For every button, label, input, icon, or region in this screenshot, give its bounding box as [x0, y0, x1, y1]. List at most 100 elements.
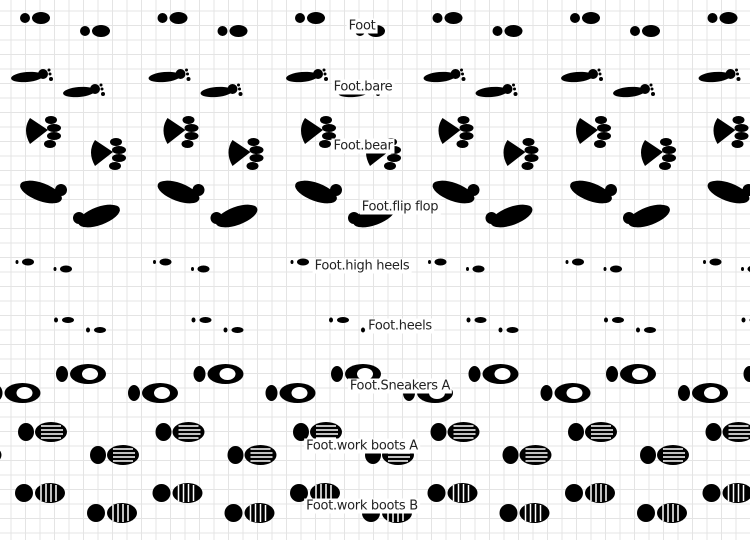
- flip-flop-footprint: [157, 180, 205, 204]
- high-heel-footprint: [603, 265, 622, 273]
- flip-flop-footprint: [210, 204, 258, 228]
- high-heel-footprint: [153, 258, 172, 266]
- sneaker-footprint: [56, 364, 106, 384]
- sneaker-footprint: [193, 364, 244, 384]
- bear-paw-footprint: [438, 116, 474, 148]
- heel-footprint: [604, 317, 624, 323]
- work-boot-a-footprint: [90, 445, 139, 465]
- work-boot-a-footprint: [502, 445, 552, 465]
- heel-footprint: [498, 327, 519, 333]
- sneaker-footprint: [743, 366, 750, 382]
- work-boot-b-footprint: [427, 483, 478, 503]
- high-heel-footprint: [53, 265, 72, 273]
- sneaker-footprint: [0, 383, 41, 403]
- shoe-dots-footprint: [707, 12, 738, 24]
- high-heel-footprint: [466, 265, 485, 273]
- work-boot-a-footprint: [227, 445, 277, 465]
- flip-flop-footprint: [707, 180, 750, 204]
- bare-foot-footprint: [475, 83, 518, 98]
- work-boot-b-footprint: [290, 483, 340, 503]
- high-heel-footprint: [703, 258, 722, 266]
- shoe-dots-footprint: [432, 12, 463, 24]
- work-boot-b-footprint: [499, 503, 550, 523]
- bare-foot-footprint: [698, 68, 741, 83]
- high-heel-footprint: [191, 265, 210, 273]
- bare-foot-footprint: [148, 68, 191, 83]
- work-boot-b-footprint: [637, 503, 687, 523]
- sneaker-footprint: [606, 364, 656, 384]
- work-boot-a-footprint: [0, 450, 2, 460]
- work-boot-b-footprint: [702, 483, 750, 503]
- heel-footprint: [223, 327, 244, 333]
- flip-flop-footprint: [295, 180, 342, 204]
- bear-paw-footprint: [641, 138, 676, 170]
- bear-paw-footprint: [301, 116, 336, 148]
- style-label-foot-bare[interactable]: Foot.bare: [331, 79, 395, 95]
- flip-flop-footprint: [20, 180, 67, 204]
- heel-footprint: [741, 317, 750, 323]
- bear-paw-footprint: [576, 116, 611, 148]
- flip-flop-footprint: [73, 204, 120, 228]
- flip-flop-footprint: [623, 204, 670, 228]
- bear-paw-footprint: [503, 138, 539, 170]
- flip-flop-footprint: [485, 204, 533, 228]
- work-boot-a-footprint: [640, 445, 689, 465]
- shoe-dots-footprint: [217, 25, 248, 37]
- style-label-foot-heels[interactable]: Foot.heels: [366, 318, 434, 334]
- shoe-dots-footprint: [157, 12, 188, 24]
- work-boot-b-footprint: [565, 483, 615, 503]
- heel-footprint: [466, 317, 487, 323]
- work-boot-a-footprint: [293, 422, 342, 442]
- bare-foot-footprint: [200, 83, 243, 98]
- style-label-foot[interactable]: Foot: [346, 18, 378, 34]
- heel-footprint: [636, 327, 656, 333]
- heel-footprint: [54, 317, 74, 323]
- style-label-foot-work-boots-b[interactable]: Foot.work boots B: [304, 498, 420, 514]
- work-boot-a-footprint: [155, 422, 205, 442]
- work-boot-b-footprint: [224, 503, 275, 523]
- style-label-foot-bear[interactable]: Foot.bear: [331, 138, 395, 154]
- bear-paw-footprint: [163, 116, 199, 148]
- bare-foot-footprint: [63, 83, 105, 98]
- bare-foot-footprint: [286, 68, 328, 83]
- sneaker-footprint: [540, 383, 591, 403]
- heel-footprint: [329, 317, 349, 323]
- style-label-foot-work-boots-a[interactable]: Foot.work boots A: [304, 438, 420, 454]
- flip-flop-footprint: [432, 180, 480, 204]
- bare-foot-footprint: [613, 83, 655, 98]
- bear-paw-footprint: [713, 116, 749, 148]
- work-boot-b-footprint: [152, 483, 203, 503]
- shoe-dots-footprint: [492, 25, 523, 37]
- work-boot-b-footprint: [87, 503, 137, 523]
- shoe-dots-footprint: [295, 12, 325, 24]
- bear-paw-footprint: [91, 138, 126, 170]
- heel-footprint: [191, 317, 212, 323]
- sneaker-footprint: [468, 364, 519, 384]
- sneaker-footprint: [678, 383, 728, 403]
- style-label-foot-flip-flop[interactable]: Foot.flip flop: [359, 199, 441, 215]
- style-label-foot-high-heels[interactable]: Foot.high heels: [312, 258, 412, 274]
- high-heel-footprint: [565, 258, 584, 266]
- sneaker-footprint: [128, 383, 178, 403]
- shoe-dots-footprint: [20, 12, 50, 24]
- work-boot-a-footprint: [705, 422, 750, 442]
- style-label-foot-sneakers-a[interactable]: Foot.Sneakers A: [347, 378, 453, 394]
- bare-foot-footprint: [11, 68, 53, 83]
- work-boot-a-footprint: [568, 422, 617, 442]
- sneaker-footprint: [265, 383, 316, 403]
- high-heel-footprint: [741, 266, 750, 272]
- flip-flop-footprint: [570, 180, 617, 204]
- bear-paw-footprint: [26, 116, 61, 148]
- bare-foot-footprint: [561, 68, 603, 83]
- high-heel-footprint: [428, 258, 447, 266]
- work-boot-a-footprint: [430, 422, 480, 442]
- shoe-dots-footprint: [570, 12, 600, 24]
- high-heel-footprint: [15, 258, 34, 266]
- work-boot-a-footprint: [18, 422, 67, 442]
- shoe-dots-footprint: [80, 25, 110, 37]
- shoe-dots-footprint: [630, 25, 660, 37]
- bear-paw-footprint: [228, 138, 264, 170]
- bare-foot-footprint: [423, 68, 466, 83]
- work-boot-b-footprint: [15, 483, 65, 503]
